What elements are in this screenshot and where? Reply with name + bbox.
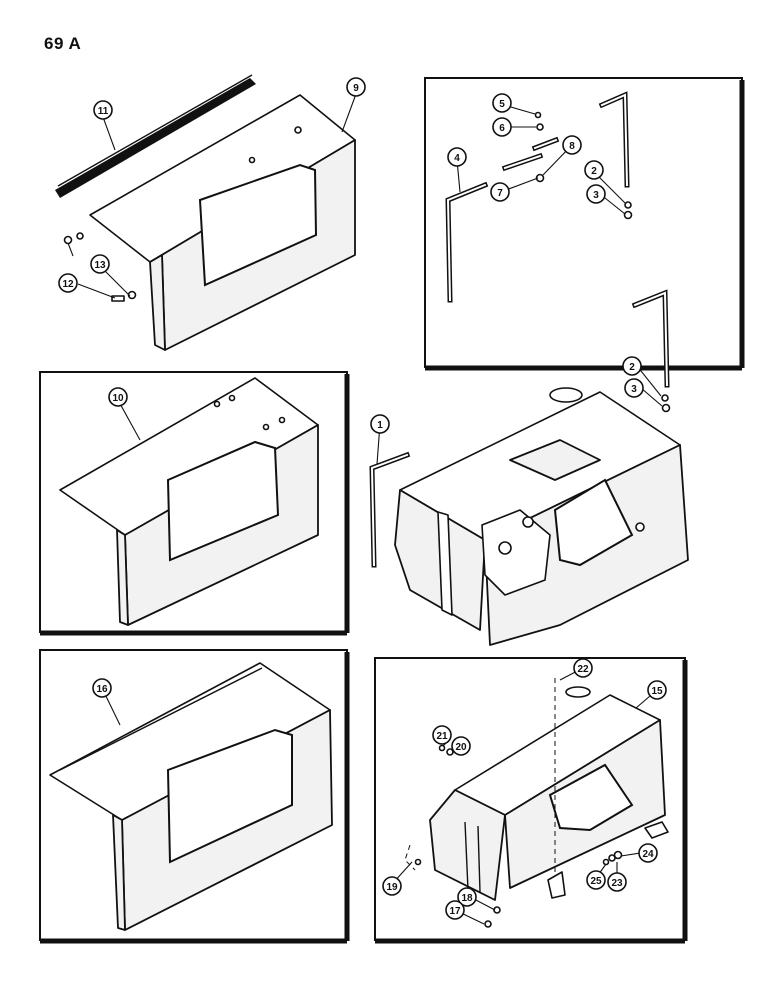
svg-text:22: 22 (577, 664, 589, 675)
callout-19: 19 (382, 876, 402, 896)
callout-4: 4 (447, 147, 467, 167)
svg-text:1: 1 (377, 420, 383, 431)
callout-2-top: 2 (584, 160, 604, 180)
svg-text:6: 6 (499, 123, 505, 134)
callout-13: 13 (90, 254, 110, 274)
svg-text:25: 25 (590, 876, 602, 887)
callout-2-mid: 2 (622, 356, 642, 376)
svg-text:7: 7 (497, 188, 503, 199)
panel-16 (49, 662, 333, 931)
svg-text:2: 2 (629, 362, 635, 373)
panel-10-frame (39, 371, 350, 636)
svg-text:18: 18 (461, 893, 473, 904)
svg-text:11: 11 (98, 106, 109, 117)
callout-25: 25 (586, 870, 606, 890)
callout-15: 15 (647, 680, 667, 700)
svg-text:15: 15 (651, 686, 663, 697)
callout-17: 17 (445, 900, 465, 920)
callout-23: 23 (607, 872, 627, 892)
rod-right-2-3 (631, 289, 671, 413)
rod-1 (369, 451, 411, 568)
svg-text:13: 13 (94, 260, 106, 271)
svg-text:19: 19 (386, 882, 398, 893)
small-pins-5-6-7-8 (501, 111, 633, 220)
svg-text:21: 21 (436, 731, 448, 742)
callout-16: 16 (92, 678, 112, 698)
edge-strip-11 (55, 74, 256, 198)
svg-text:8: 8 (569, 141, 575, 152)
assembly-15-frame (374, 657, 688, 944)
callout-10: 10 (108, 387, 128, 407)
callout-18: 18 (457, 887, 477, 907)
callout-20: 20 (451, 736, 471, 756)
svg-text:9: 9 (353, 83, 359, 94)
rod-top-right (598, 91, 630, 188)
svg-text:23: 23 (611, 878, 623, 889)
callout-7: 7 (490, 182, 510, 202)
callout-6: 6 (492, 117, 512, 137)
callout-11: 11 (93, 100, 113, 120)
callout-24: 24 (638, 843, 658, 863)
svg-text:17: 17 (449, 906, 461, 917)
callout-9: 9 (346, 77, 366, 97)
svg-text:3: 3 (593, 190, 599, 201)
svg-text:20: 20 (455, 742, 467, 753)
svg-text:16: 16 (96, 684, 108, 695)
callout-1: 1 (370, 414, 390, 434)
svg-text:24: 24 (642, 849, 654, 860)
assembly-15 (404, 678, 669, 928)
svg-text:12: 12 (62, 279, 74, 290)
callout-3-top: 3 (586, 184, 606, 204)
panel-10 (59, 377, 319, 626)
callout-5: 5 (492, 93, 512, 113)
page-number: 69 A (44, 34, 82, 53)
callout-21: 21 (432, 725, 452, 745)
callout-3-mid: 3 (624, 378, 644, 398)
top-cover-panel-9 (89, 94, 356, 351)
svg-text:10: 10 (112, 393, 124, 404)
svg-text:3: 3 (631, 384, 637, 395)
svg-text:4: 4 (454, 153, 460, 164)
callout-22: 22 (573, 658, 593, 678)
callout-8: 8 (562, 135, 582, 155)
svg-text:2: 2 (591, 166, 597, 177)
panel-16-frame (39, 649, 350, 944)
callout-12: 12 (58, 273, 78, 293)
fuel-tank (394, 387, 689, 646)
rod-4 (445, 181, 489, 303)
hardware-box-frame (424, 77, 745, 371)
svg-text:5: 5 (499, 99, 505, 110)
